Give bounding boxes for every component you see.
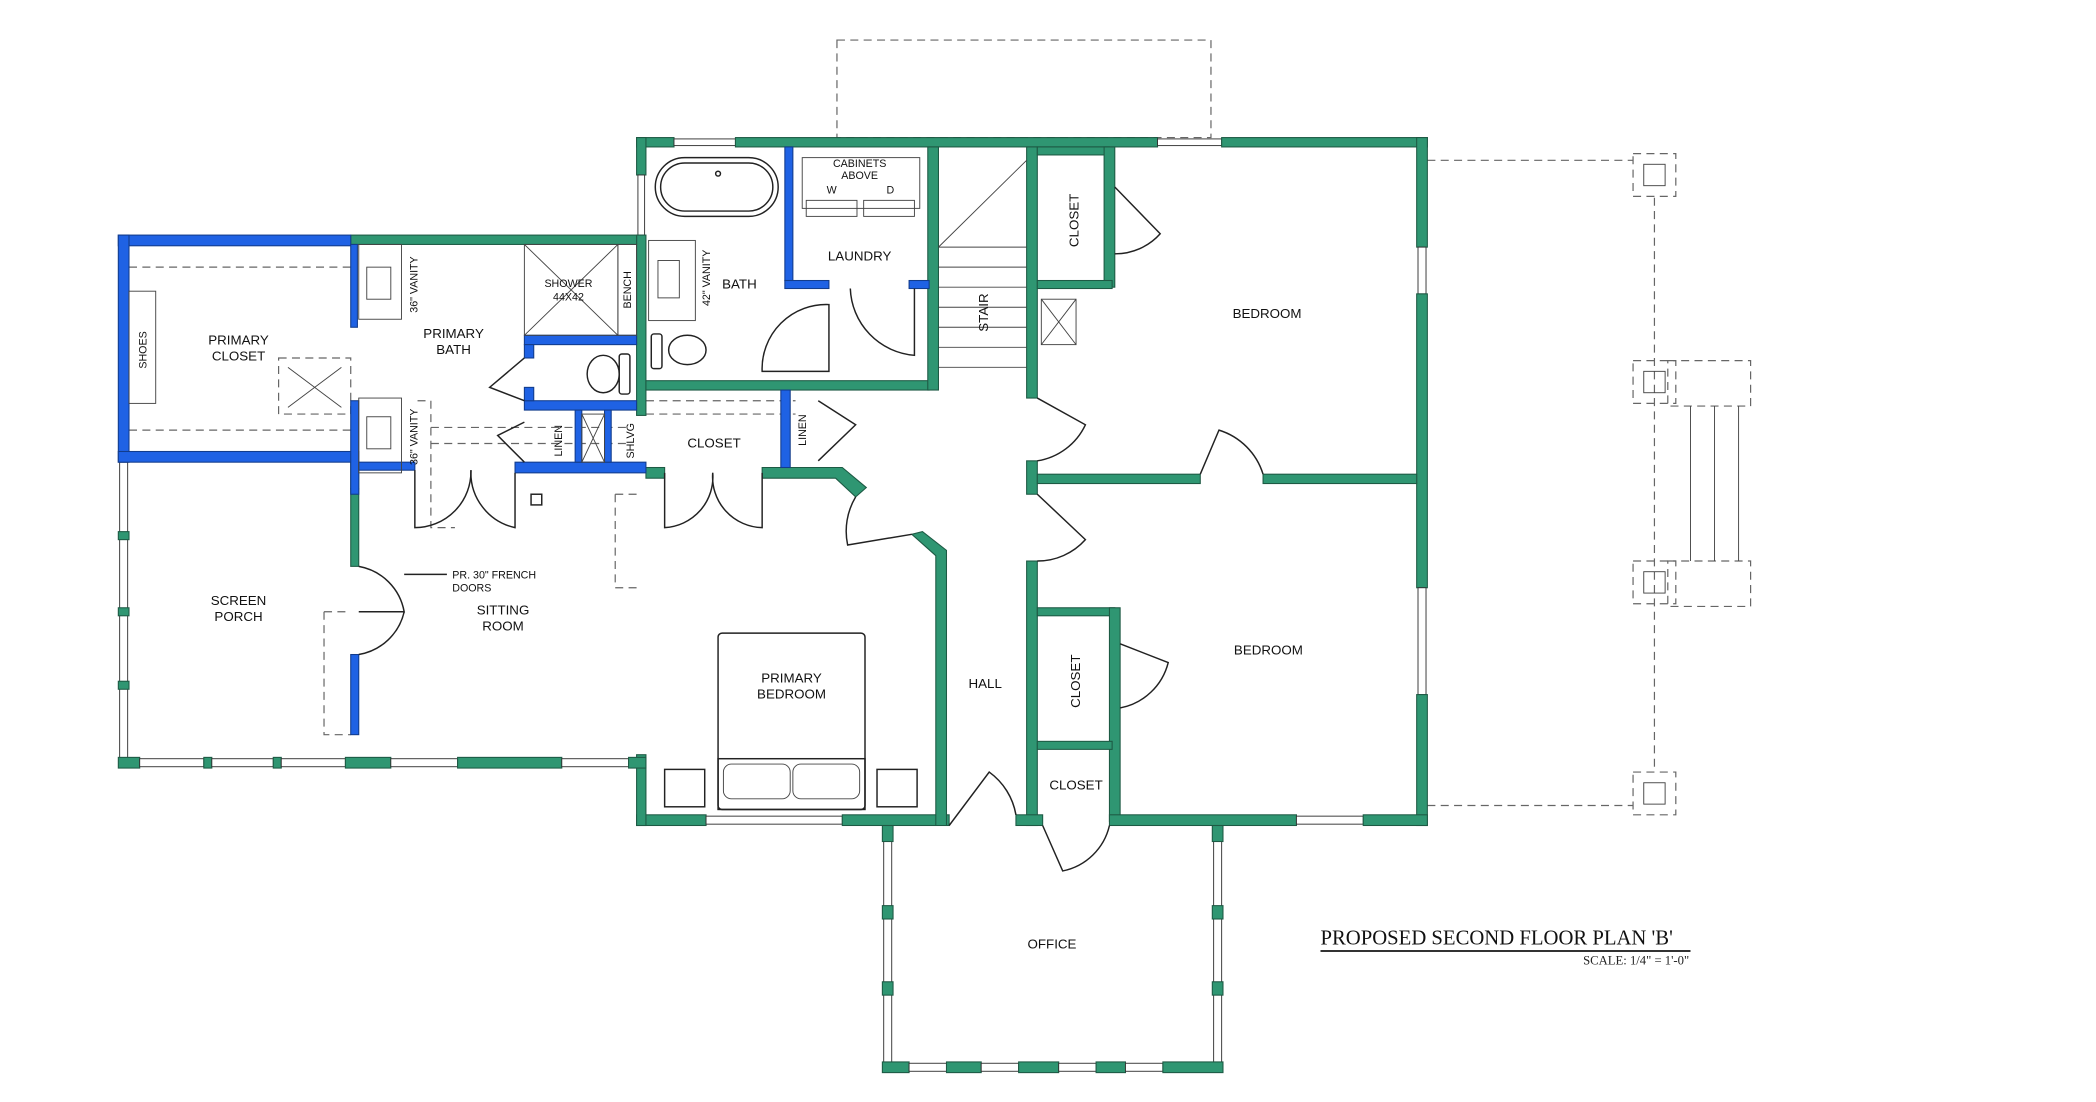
label-bedroom-1: BEDROOM (1233, 306, 1302, 321)
label-vanity-36-bottom: 36" VANITY (409, 409, 421, 465)
new-walls (117, 146, 930, 736)
label-laundry: LAUNDRY (828, 248, 892, 263)
label-vanity-36-top: 36" VANITY (409, 256, 421, 312)
label-bench: BENCH (622, 271, 634, 308)
label-bath: BATH (722, 277, 757, 292)
label-bedroom-2: BEDROOM (1234, 643, 1303, 658)
label-linen-2: LINEN (797, 414, 809, 445)
label-closet-top-right: CLOSET (1067, 194, 1082, 247)
label-closet-right-mid: CLOSET (1068, 655, 1083, 708)
drawing-scale: SCALE: 1/4" = 1'-0" (1583, 953, 1689, 967)
drawing-title: PROPOSED SECOND FLOOR PLAN 'B' (1320, 927, 1672, 949)
label-closet-right-low: CLOSET (1049, 777, 1102, 792)
existing-walls (117, 137, 1428, 1074)
label-office: OFFICE (1028, 936, 1077, 951)
label-closet-mid: CLOSET (687, 435, 740, 450)
label-washer: W (827, 185, 838, 197)
label-hall: HALL (969, 676, 1002, 691)
label-dryer: D (887, 185, 895, 197)
stair-treads (938, 159, 1027, 368)
label-stair: STAIR (976, 293, 991, 332)
dashed-overhang-lines (128, 39, 1752, 816)
title-block: PROPOSED SECOND FLOOR PLAN 'B' SCALE: 1/… (1320, 927, 1691, 967)
label-shlvg: SHLVG (625, 423, 637, 458)
fixtures (128, 156, 1264, 872)
label-shoes: SHOES (137, 331, 149, 368)
label-vanity-42: 42" VANITY (701, 250, 713, 306)
label-linen-1: LINEN (553, 425, 565, 456)
